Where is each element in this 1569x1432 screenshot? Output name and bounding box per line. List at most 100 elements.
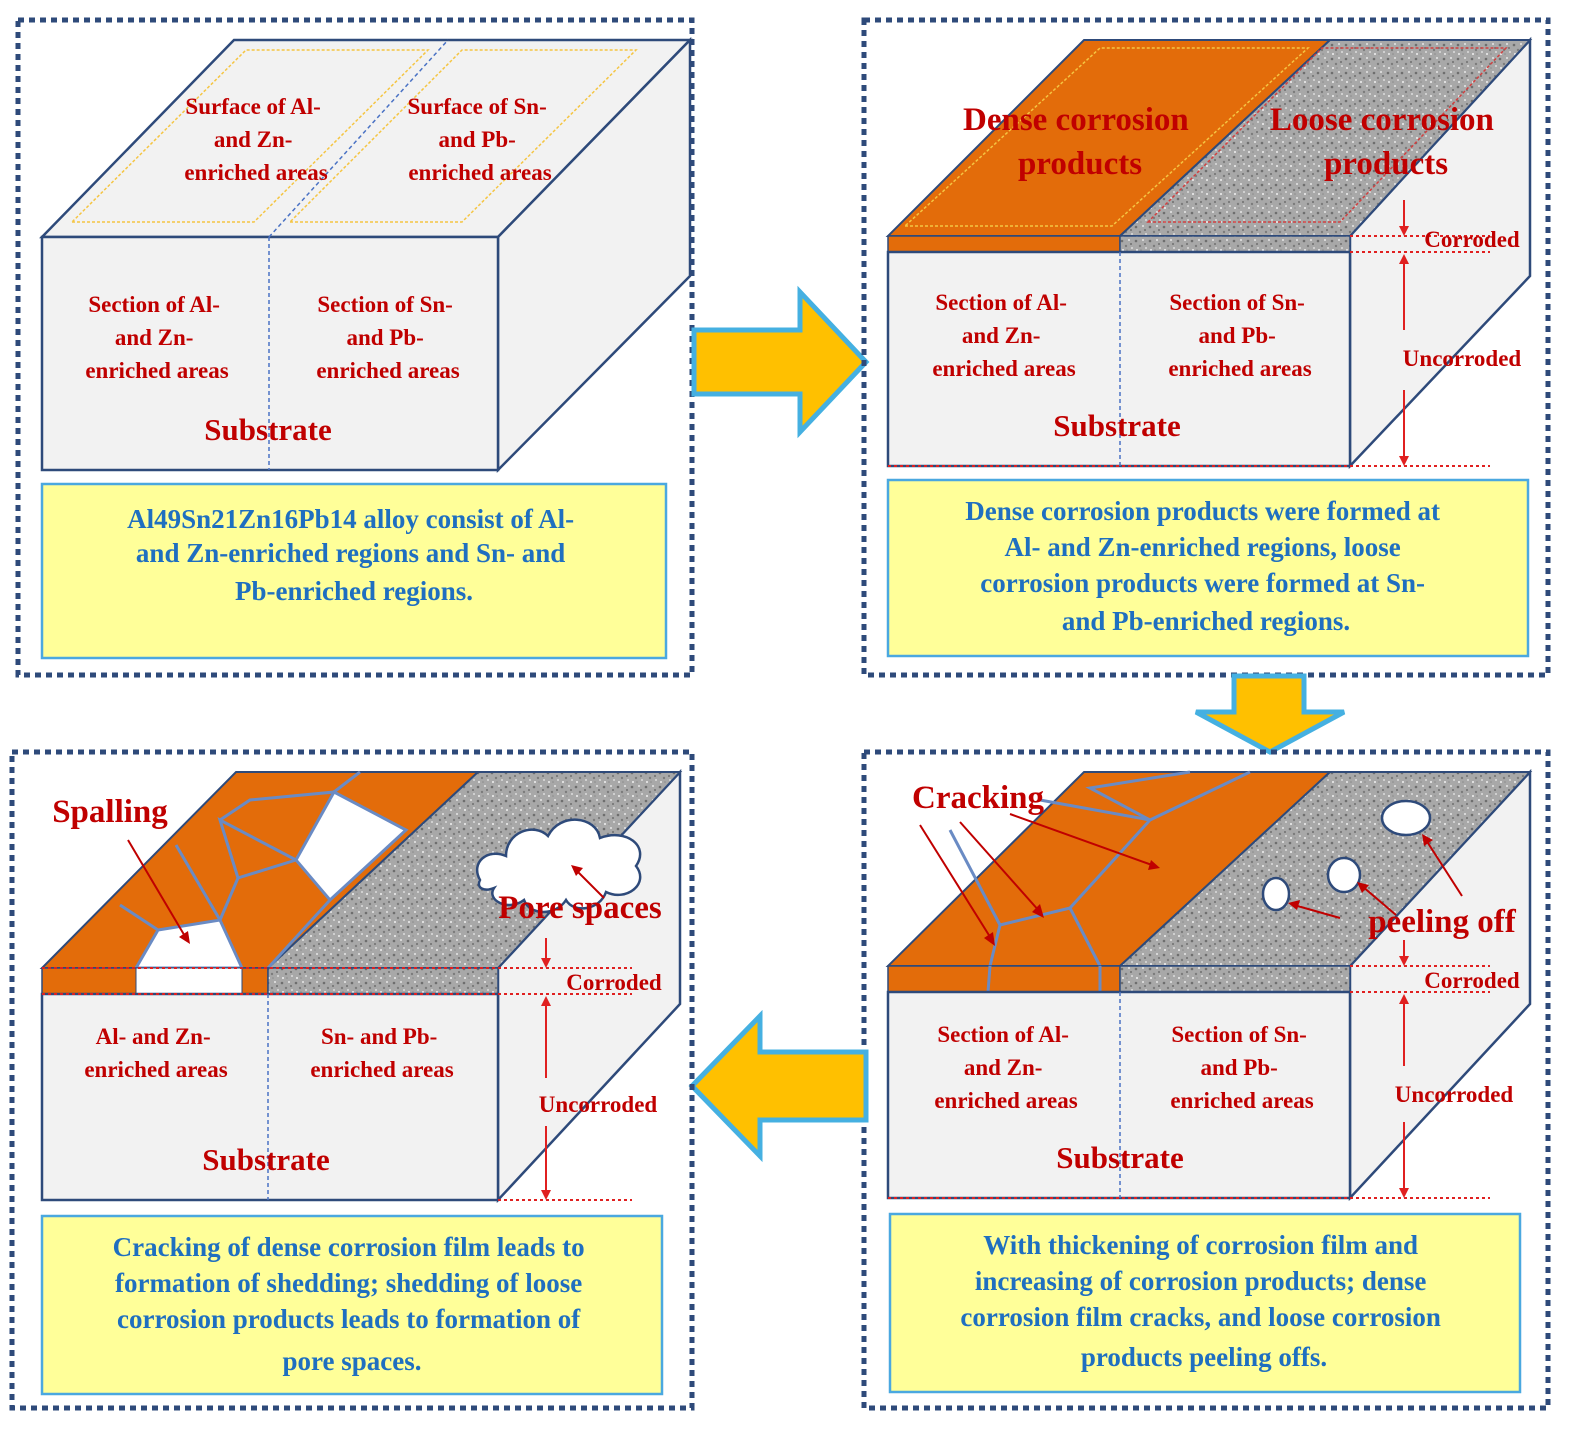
arrow-right-icon [691,285,870,439]
uncorroded-label: Uncorroded [1403,346,1522,371]
crack-line [219,770,361,822]
section-right-line: enriched areas [310,1057,453,1082]
cracking-label: Cracking [912,780,1045,816]
caption-line: products peeling offs. [1081,1342,1327,1372]
crack-line [266,898,332,970]
panel-1-alloy: Surface of Al- and Zn- enriched areas Su… [15,17,695,678]
crack-line [986,965,992,993]
substrate-label: Substrate [1053,408,1180,443]
caption-line: and Pb-enriched regions. [1062,606,1350,636]
section-left-label: Al- and Zn- enriched areas [84,1024,227,1082]
spalled-band [135,967,243,995]
section-left-line: enriched areas [85,358,228,383]
surface-right-line: Surface of Sn- [407,94,546,119]
surface-left-outline [70,49,430,223]
loose-product-band [1119,965,1351,993]
peeling-off-label: peeling off [1368,904,1517,940]
pointer-arrow-icon [1009,813,1153,866]
loose-product-band [267,967,499,995]
section-left-line: Al- and Zn- [96,1024,211,1049]
section-left-line: and Zn- [962,323,1041,348]
substrate-label: Substrate [204,412,331,447]
arrowhead-icon [541,996,551,1006]
peeling-hole [1380,799,1432,837]
corroded-label: Corroded [1424,968,1520,993]
section-left-label: Section of Al- and Zn- enriched areas [934,1022,1077,1113]
arrowhead-icon [541,1190,551,1200]
arrowhead-icon [984,932,995,946]
caption-line: Dense corrosion products were formed at [965,496,1440,526]
surface-right-line: enriched areas [408,160,551,185]
caption-text: With thickening of corrosion film and in… [960,1230,1447,1372]
section-right-line: and Pb- [1198,323,1275,348]
caption-line: formation of shedding; shedding of loose [115,1268,582,1298]
surface-right-label: Surface of Sn- and Pb- enriched areas [407,94,552,185]
caption-line: Al49Sn21Zn16Pb14 alloy consist of Al- [127,504,574,534]
caption-text: Al49Sn21Zn16Pb14 alloy consist of Al- an… [127,504,581,606]
section-left-line: enriched areas [934,1088,1077,1113]
section-right-line: Section of Sn- [1169,290,1304,315]
arrowhead-icon [1032,904,1044,918]
arrowhead-icon [1399,994,1409,1004]
caption-line: corrosion products leads to formation of [117,1304,581,1334]
caption-line: Al- and Zn-enriched regions, loose [1004,532,1400,562]
caption-line: With thickening of corrosion film and [983,1230,1418,1260]
panel-frame [9,749,695,1411]
section-right-label: Section of Sn- and Pb- enriched areas [1168,290,1311,381]
arrowhead-icon [1422,834,1433,846]
pointer-arrow-icon [919,824,993,941]
loose-inner-outline [1146,47,1508,223]
caption-box [40,482,668,660]
arrowhead-icon [1399,456,1409,466]
section-right-line: Section of Sn- [317,292,452,317]
panel-2-corrosion-products: Dense corrosion products Loose corrosion… [861,17,1551,678]
section-left-line: and Zn- [964,1055,1043,1080]
block-front-face [40,992,500,1202]
dense-line: Dense corrosion [963,102,1189,138]
section-left-line: Section of Al- [88,292,220,317]
arrow-left-icon [688,1009,869,1163]
caption-box [40,1214,664,1396]
dense-product-band [887,235,1121,253]
section-left-line: and Zn- [115,325,194,350]
spalling-label: Spalling [52,794,168,830]
arrowhead-icon [179,931,190,944]
uncorroded-label: Uncorroded [1395,1082,1514,1107]
panel-4-spalling: Spalling Pore spaces Corroded Uncorroded… [9,749,695,1411]
arrowhead-icon [1399,956,1409,966]
dense-film-band [887,965,1121,993]
substrate-label: Substrate [1056,1140,1183,1175]
crack-line [119,903,159,932]
pointer-arrow-icon [1425,839,1463,897]
pore-spaces-label: Pore spaces [498,890,662,926]
arrowhead-icon [1399,226,1409,236]
caption-line: increasing of corrosion products; dense [975,1266,1427,1296]
caption-text: Dense corrosion products were formed at … [965,496,1446,636]
region-divider-top [268,39,449,238]
section-right-line: Section of Sn- [1171,1022,1306,1047]
arrowhead-icon [1399,1188,1409,1198]
section-right-line: enriched areas [1170,1088,1313,1113]
section-right-line: and Pb- [346,325,423,350]
surface-left-label: Surface of Al- and Zn- enriched areas [184,94,327,185]
spalled-area [294,789,409,903]
arrowhead-icon [541,958,551,968]
surface-left-line: Surface of Al- [185,94,320,119]
loose-products-label: Loose corrosion products [1270,102,1502,182]
peeling-hole [1326,856,1362,894]
caption-box [886,478,1530,658]
arrowhead-icon [1399,254,1409,264]
panel-frame [861,17,1551,678]
caption-line: and Zn-enriched regions and Sn- and [136,538,565,568]
crack-line [174,844,297,924]
panel-frame [861,749,1551,1411]
arrowhead-icon [1288,900,1300,910]
section-right-line: enriched areas [1168,356,1311,381]
pointer-arrow-icon [1293,904,1341,919]
arrowhead-icon [571,865,583,876]
section-right-line: enriched areas [316,358,459,383]
block-front-face [40,235,500,472]
crack-line [1085,770,1191,822]
section-right-label: Section of Sn- and Pb- enriched areas [316,292,459,383]
loose-line: products [1324,146,1448,182]
